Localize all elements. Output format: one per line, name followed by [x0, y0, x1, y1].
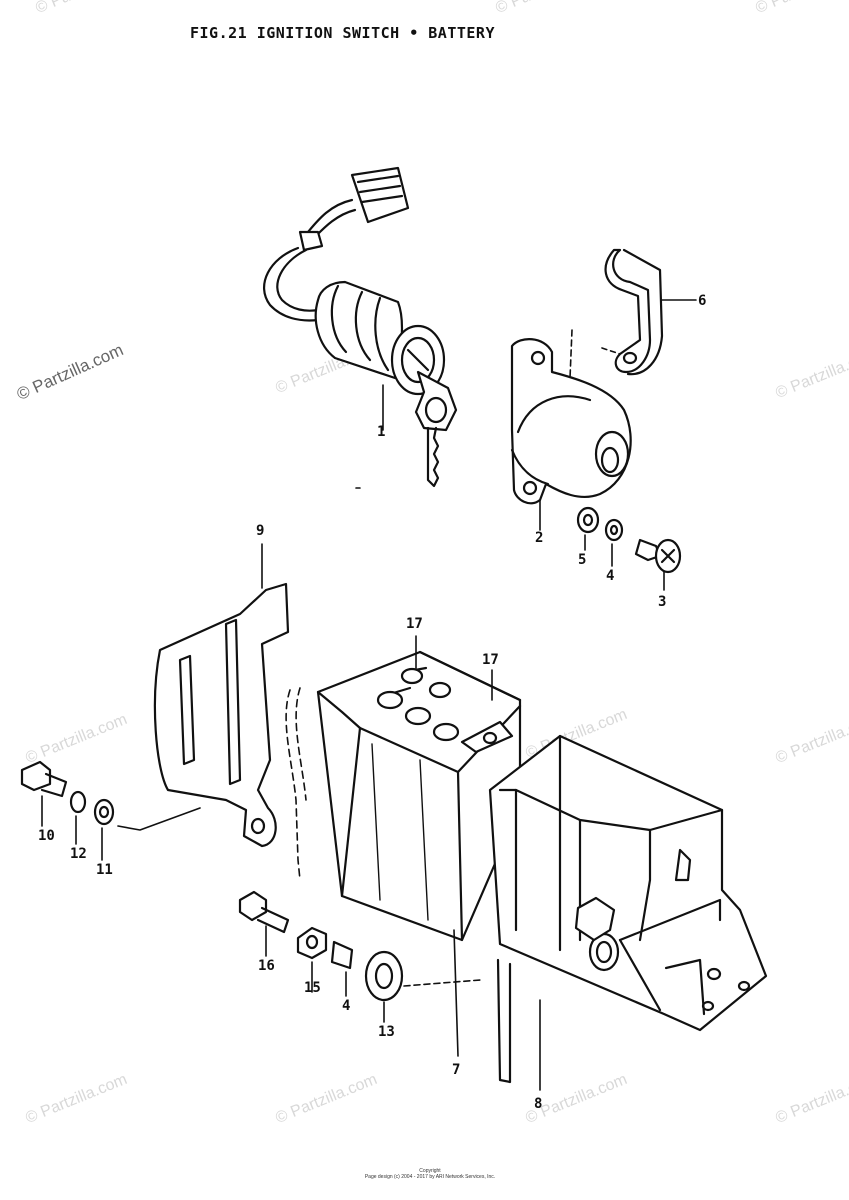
bracket-fasteners — [20, 760, 115, 861]
callout-5: 5 — [578, 552, 587, 568]
callout-10: 10 — [38, 828, 55, 844]
callout-12: 12 — [70, 846, 87, 862]
housing-fasteners — [576, 506, 682, 591]
callout-11: 11 — [96, 862, 113, 878]
copyright-footer: Copyright Page design (c) 2004 - 2017 by… — [360, 1168, 500, 1180]
figure-title: FIG.21 IGNITION SWITCH • BATTERY — [190, 24, 495, 42]
switch-housing — [510, 329, 632, 531]
clamp — [601, 248, 697, 376]
callout-1: 1 — [377, 424, 386, 440]
callout-9: 9 — [256, 523, 265, 539]
battery — [285, 635, 522, 1057]
ignition-switch — [263, 166, 458, 489]
battery-bracket — [117, 543, 290, 848]
callout-4: 4 — [342, 998, 351, 1014]
callout-13: 13 — [378, 1024, 395, 1040]
footer-line-2: Page design (c) 2004 - 2017 by ARI Netwo… — [364, 1174, 496, 1180]
case-fasteners — [238, 890, 481, 1023]
callout-2: 2 — [535, 530, 544, 546]
callout-8: 8 — [534, 1096, 543, 1112]
callout-16: 16 — [258, 958, 275, 974]
callout-7: 7 — [452, 1062, 461, 1078]
callout-17: 17 — [406, 616, 423, 632]
callout-3: 3 — [658, 594, 667, 610]
battery-case — [488, 734, 768, 1091]
footer-line-1: Copyright — [419, 1168, 441, 1174]
callout-6: 6 — [698, 293, 707, 309]
callout-15: 15 — [304, 980, 321, 996]
callout-17: 17 — [482, 652, 499, 668]
callout-4: 4 — [606, 568, 615, 584]
